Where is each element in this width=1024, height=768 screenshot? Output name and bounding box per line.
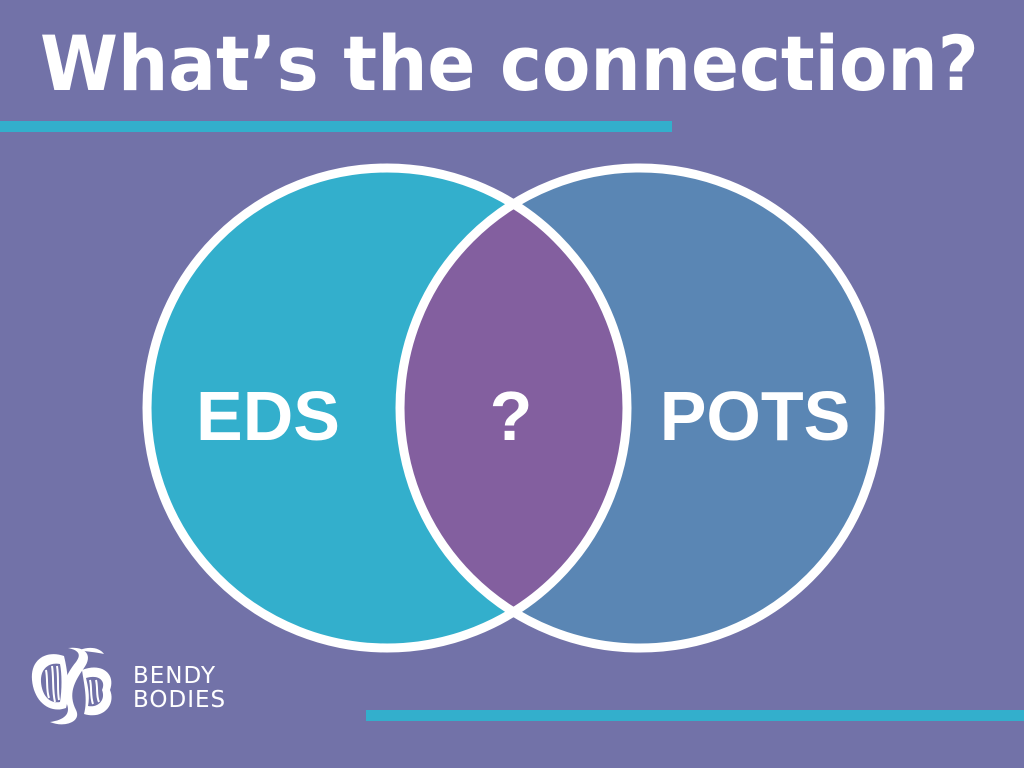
eds-label: EDS [196, 377, 340, 455]
bendy-bodies-logo-icon [31, 647, 112, 725]
accent-bar-top [0, 121, 672, 132]
overlap-region [400, 168, 627, 648]
brand-line-1: BENDY [133, 663, 217, 689]
brand-wordmark: BENDY BODIES [133, 664, 226, 712]
pots-circle-outline [395, 163, 885, 653]
accent-bar-bottom [366, 710, 1024, 721]
brand-line-2: BODIES [133, 687, 227, 713]
page-title: What’s the connection? [40, 19, 979, 108]
overlap-label: ? [490, 377, 533, 455]
pots-label: POTS [660, 377, 851, 455]
eds-circle-outline [142, 163, 632, 653]
